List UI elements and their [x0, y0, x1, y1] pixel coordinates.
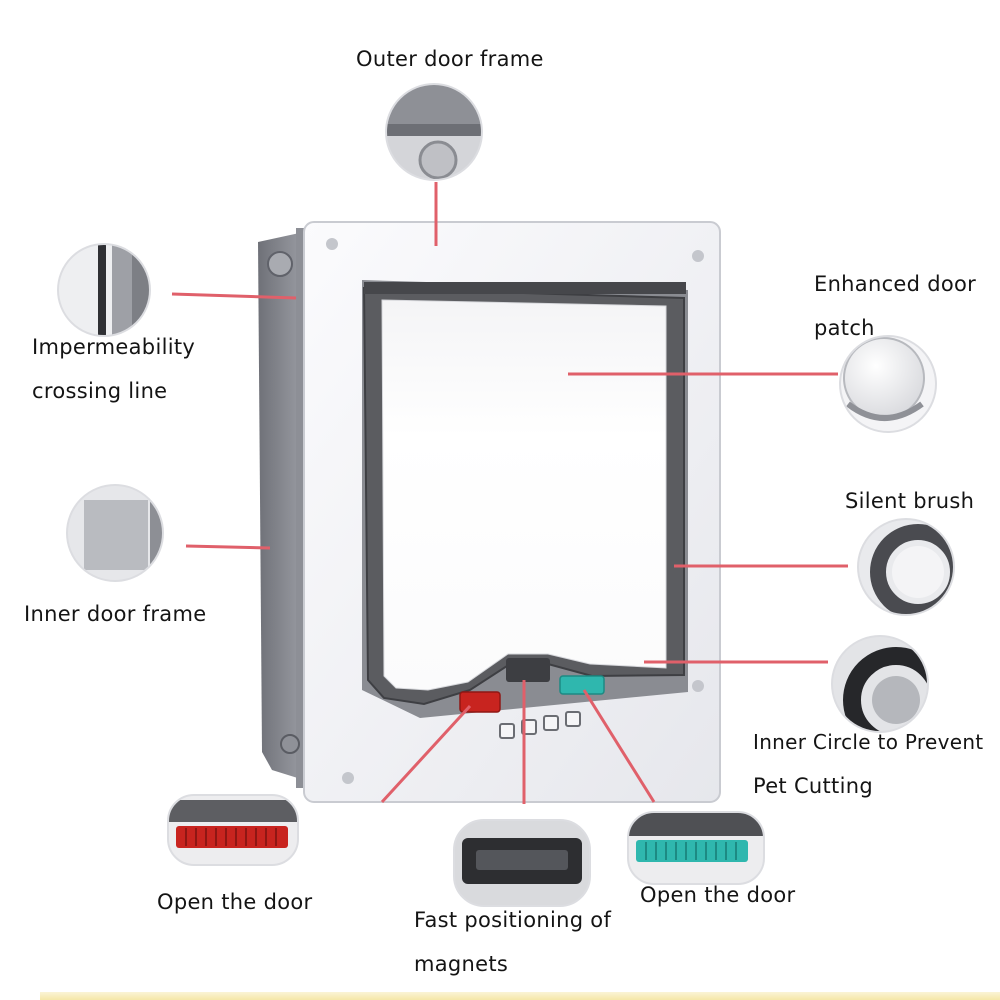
outer-frame-screw — [692, 250, 704, 262]
label-fast-positioning-line2: magnets — [414, 952, 509, 976]
callout-enhanced-patch — [840, 336, 936, 432]
inner-frame-screw-top — [267, 251, 293, 277]
leader-lines — [171, 182, 848, 804]
door-flap — [381, 299, 667, 691]
label-inner-door-frame: Inner door frame — [24, 602, 207, 626]
callout-enhanced-patch-ring — [839, 335, 937, 433]
outer-frame-screw — [326, 238, 338, 250]
magnet-block — [506, 658, 550, 682]
label-enhanced-patch-line2: patch — [814, 316, 875, 340]
callout-inner-circle-ring — [831, 635, 929, 733]
callout-silent-brush — [858, 519, 954, 615]
label-open-door-right: Open the door — [640, 883, 796, 907]
label-outer-door-frame: Outer door frame — [356, 47, 544, 71]
callout-silent-brush-ring — [857, 518, 955, 616]
callout-open-door-red — [168, 795, 298, 865]
outer-frame-screw — [692, 680, 704, 692]
callout-impermeability — [58, 244, 150, 336]
callout-magnets-border — [453, 819, 591, 907]
callout-inner-circle — [832, 636, 928, 732]
outer-frame-screw — [342, 772, 354, 784]
callout-outer-frame — [386, 84, 482, 180]
label-open-door-left: Open the door — [157, 890, 313, 914]
callout-outer-frame-ring — [385, 83, 483, 181]
callout-open-door-teal-border — [627, 811, 765, 885]
inner-frame-body — [258, 232, 304, 780]
bottom-yellow-strip — [40, 992, 1000, 1000]
label-inner-circle-line2: Pet Cutting — [753, 774, 873, 798]
inner-frame-screw-bottom — [280, 734, 300, 754]
callout-open-door-teal — [628, 812, 764, 884]
pet-door — [258, 221, 721, 803]
label-impermeability-line2: crossing line — [32, 379, 168, 403]
teal-lock — [559, 675, 605, 695]
callout-magnets — [454, 820, 590, 906]
callout-inner-frame-ring — [66, 484, 164, 582]
label-inner-circle-line1: Inner Circle to Prevent — [753, 730, 984, 754]
callout-inner-frame — [67, 485, 163, 581]
label-silent-brush: Silent brush — [845, 489, 975, 513]
callout-open-door-red-border — [167, 794, 299, 866]
callout-impermeability-ring — [57, 243, 151, 337]
label-fast-positioning-line1: Fast positioning of — [414, 908, 612, 932]
flap-hinge — [364, 282, 686, 294]
label-enhanced-patch-line1: Enhanced door — [814, 272, 977, 296]
label-impermeability-line1: Impermeability — [32, 335, 196, 359]
